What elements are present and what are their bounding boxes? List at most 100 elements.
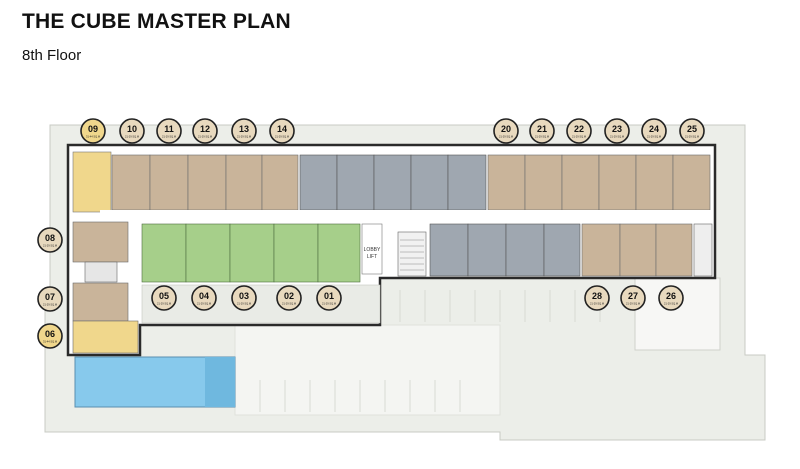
unit-marker-circle [231,118,257,144]
unit-number: 03 [239,291,249,301]
unit-marker-circle [493,118,519,144]
unit-area: 31-44 SQ.M [86,135,100,139]
unit-area: 21-29 SQ.M [499,135,513,139]
unit-number: 23 [612,124,622,134]
unit-24[interactable] [635,154,674,211]
pool-shallow [205,357,235,407]
unit-25[interactable] [672,154,711,211]
unit-area: 21-29 SQ.M [322,302,336,306]
unit-area: 21-29 SQ.M [626,302,640,306]
bottom-right-units [581,223,713,277]
top-left-units [111,154,299,211]
unit-05[interactable] [141,223,187,283]
unit-26[interactable] [655,223,693,277]
unit-marker-circle [566,118,592,144]
green-units [141,223,361,283]
unit-02[interactable] [273,223,319,283]
unit-number: 11 [164,124,174,134]
unit-area: 21-29 SQ.M [610,135,624,139]
unit-marker-circle [658,285,684,311]
unit-marker-circle [620,285,646,311]
unit-22[interactable] [561,154,600,211]
unit-number: 28 [592,291,602,301]
unit-area: 21-29 SQ.M [162,135,176,139]
unit-area: 21-29 SQ.M [237,135,251,139]
unit-number: 02 [284,291,294,301]
unit-number: 05 [159,291,169,301]
unit-marker-circle [231,285,257,311]
unit-marker-circle [37,323,63,349]
stair-right [693,223,713,277]
unit-marker-circle [529,118,555,144]
unit-number: 25 [687,124,697,134]
unit-number: 22 [574,124,584,134]
unit-08[interactable] [72,221,129,263]
unit-marker-circle [37,286,63,312]
unit-marker-circle [316,285,342,311]
core-label-1: LOBBY [364,247,381,253]
parking-lines [259,290,601,412]
unit-03[interactable] [229,223,275,283]
unit-23[interactable] [598,154,637,211]
unit-06[interactable] [72,320,139,354]
top-right-units [487,154,711,211]
unit-marker-circle [584,285,610,311]
unit-marker-circle [269,118,295,144]
unit-20[interactable] [487,154,526,211]
unit-01[interactable] [317,223,361,283]
unit-marker-circle [276,285,302,311]
unit-marker-circle [191,285,217,311]
unit-area: 21-29 SQ.M [647,135,661,139]
top-gray-units [299,154,487,211]
unit-28[interactable] [581,223,621,277]
unit-21[interactable] [524,154,563,211]
unit-area: 21-29 SQ.M [664,302,678,306]
unit-12[interactable] [187,154,227,211]
unit-10[interactable] [111,154,151,211]
unit-04[interactable] [185,223,231,283]
unit-marker-circle [679,118,705,144]
terrace [141,284,381,324]
unit-09[interactable] [72,151,112,213]
unit-07[interactable] [72,282,129,322]
unit-14[interactable] [261,154,299,211]
unit-area: 21-29 SQ.M [282,302,296,306]
unit-11[interactable] [149,154,189,211]
stair-treads [400,239,424,271]
unit-marker-circle [37,227,63,253]
unit-area: 21-29 SQ.M [43,244,57,248]
unit-number: 21 [537,124,547,134]
page-title: THE CUBE MASTER PLAN [22,10,291,33]
unit-number: 27 [628,291,638,301]
unit-27[interactable] [619,223,657,277]
unit-13[interactable] [225,154,263,211]
core-label-2: LIFT [367,254,377,260]
unit-number: 10 [127,124,137,134]
unit-area: 21-29 SQ.M [198,135,212,139]
unit-number: 13 [239,124,249,134]
